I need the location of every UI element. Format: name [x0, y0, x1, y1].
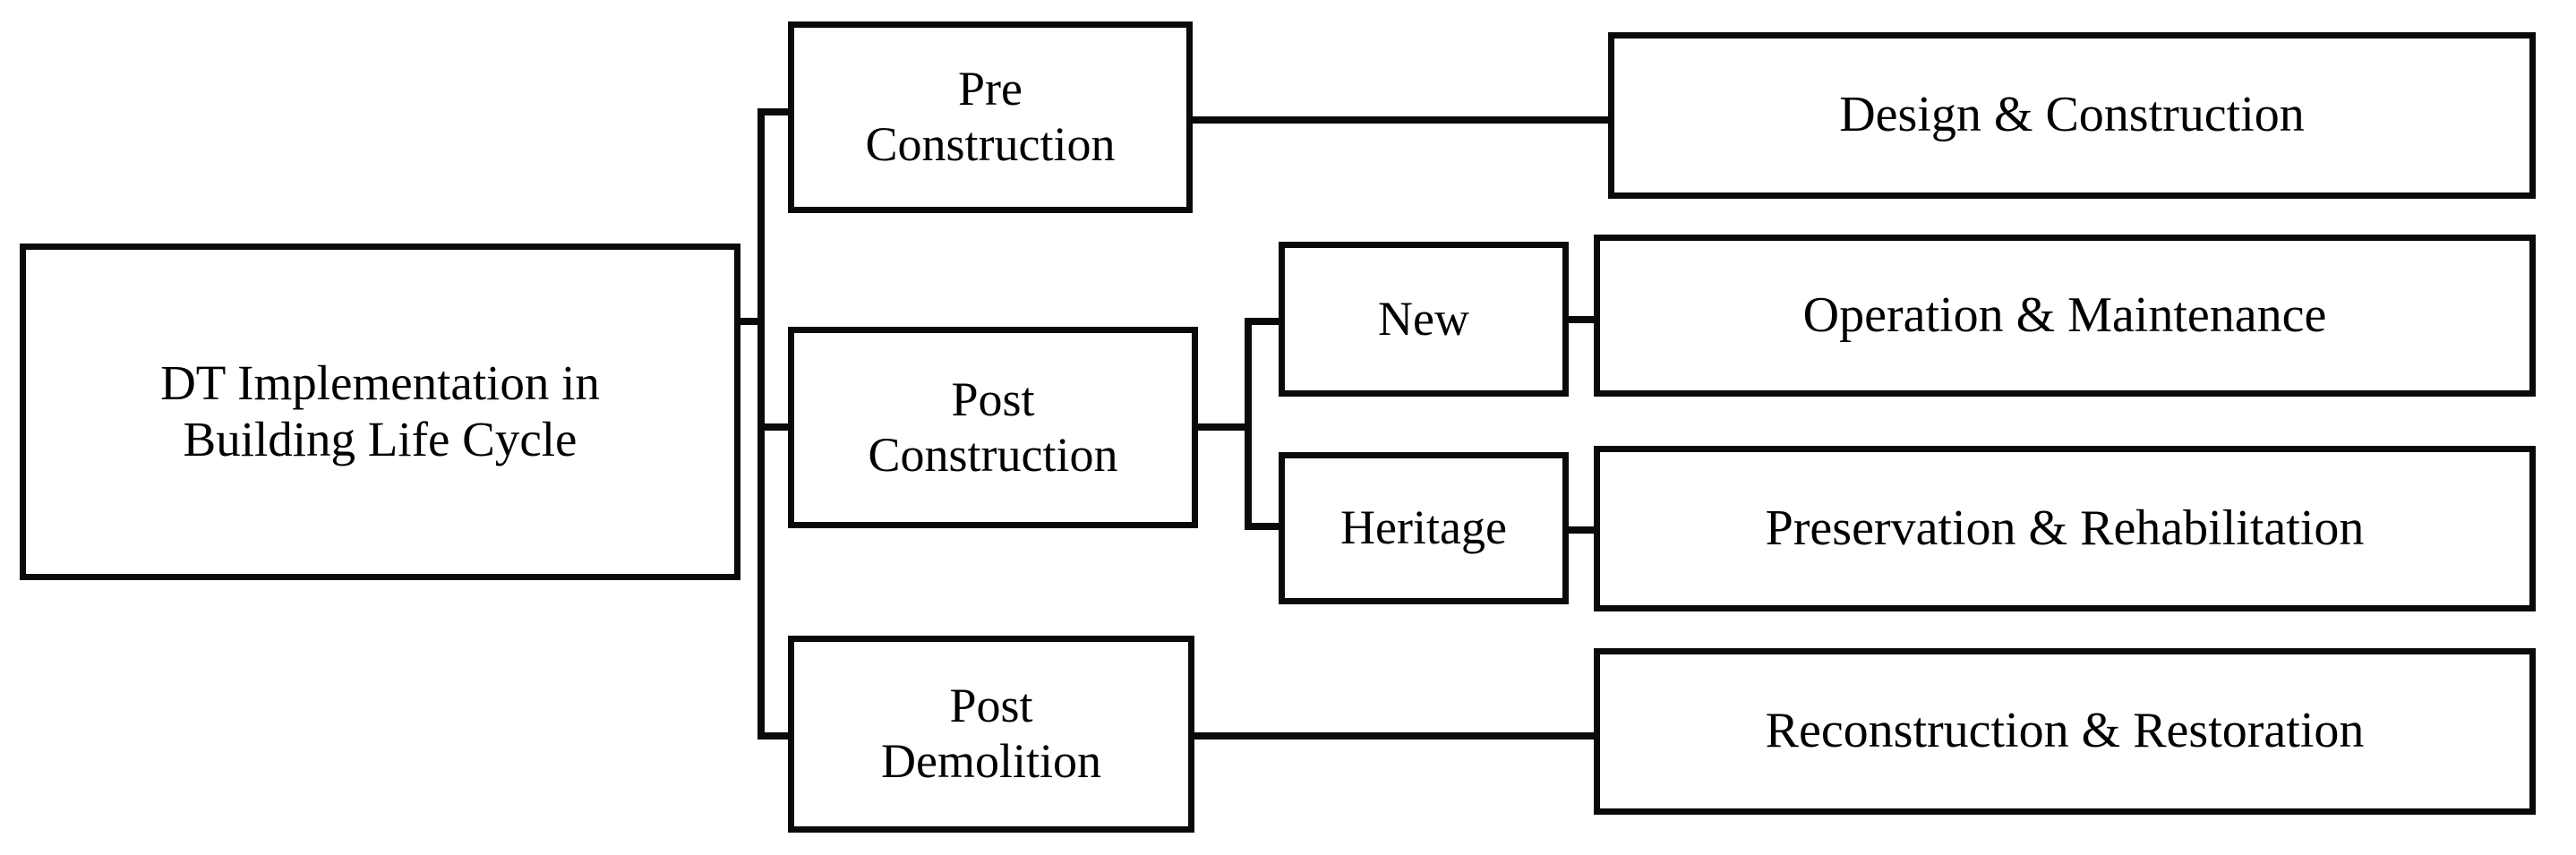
node-post-demolition: Post Demolition [788, 636, 1194, 833]
node-heritage-label: Heritage [1340, 500, 1507, 555]
connector-trunk-to-post-demolition [757, 732, 793, 740]
node-design-construction-label: Design & Construction [1839, 87, 2305, 143]
node-pre-construction: Pre Construction [788, 21, 1193, 213]
node-post-construction-label: Post Construction [868, 372, 1118, 482]
node-reconstruction-restoration-label: Reconstruction & Restoration [1765, 703, 2365, 759]
connector-trunk2-to-new [1245, 318, 1284, 325]
node-post-demolition-label: Post Demolition [881, 679, 1101, 788]
node-operation-maintenance-label: Operation & Maintenance [1802, 286, 2327, 343]
node-reconstruction-restoration: Reconstruction & Restoration [1594, 648, 2536, 815]
node-preservation-rehabilitation: Preservation & Rehabilitation [1594, 446, 2536, 611]
node-new-label: New [1378, 291, 1469, 346]
connector-post-construction-to-trunk2 [1193, 423, 1252, 431]
node-root-label: DT Implementation in Building Life Cycle [160, 355, 600, 466]
node-heritage: Heritage [1279, 452, 1569, 604]
connector-level2-trunk [1245, 318, 1252, 530]
node-post-construction: Post Construction [788, 327, 1198, 528]
connector-root-to-trunk [734, 318, 764, 325]
node-new: New [1279, 242, 1569, 397]
node-root: DT Implementation in Building Life Cycle [20, 244, 740, 580]
node-design-construction: Design & Construction [1608, 32, 2536, 199]
connector-trunk-to-pre-construction [757, 108, 793, 115]
node-pre-construction-label: Pre Construction [865, 62, 1116, 171]
connector-trunk2-to-heritage [1245, 523, 1284, 530]
node-operation-maintenance: Operation & Maintenance [1594, 235, 2536, 397]
connector-heritage-to-preservation-rehabilitation [1563, 526, 1599, 534]
connector-pre-construction-to-design-construction [1187, 116, 1613, 124]
connector-new-to-operation-maintenance [1563, 316, 1599, 323]
connector-post-demolition-to-reconstruction-restoration [1189, 732, 1599, 740]
node-preservation-rehabilitation-label: Preservation & Rehabilitation [1765, 500, 2365, 556]
connector-trunk-to-post-construction [757, 423, 793, 431]
